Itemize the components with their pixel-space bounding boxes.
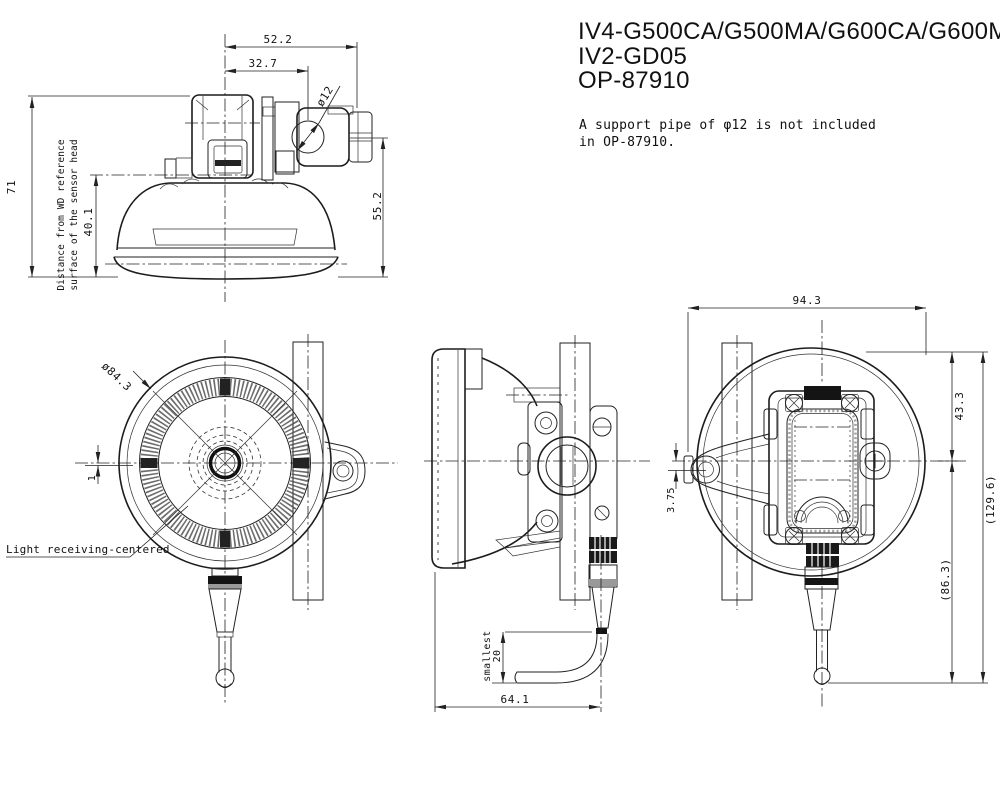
support-pipe-note-line2: in OP-87910. bbox=[579, 135, 676, 150]
dim-pipe-diameter: ø12 bbox=[314, 84, 337, 109]
dim-width-pipe: 32.7 bbox=[249, 57, 278, 70]
pipe-side-view: smallest 20 64.1 bbox=[424, 335, 650, 712]
dim-height-pipe-axis: 55.2 bbox=[371, 192, 384, 221]
wd-reference-label-line1: Distance from WD reference bbox=[56, 139, 67, 290]
light-receiving-label: Light receiving-centered bbox=[6, 543, 170, 556]
dim-width-total: 94.3 bbox=[793, 294, 822, 307]
front-view: ø84.3 1 Light receiving-centered bbox=[6, 334, 398, 704]
dim-center-offset: 1 bbox=[87, 475, 98, 481]
dim-pipe-offset: 3.75 bbox=[666, 487, 677, 513]
dim-bend-value: 20 bbox=[492, 650, 503, 663]
side-view: ø12 52.2 32.7 71 40.1 Distance from WD r… bbox=[5, 33, 388, 302]
lens-aperture bbox=[208, 446, 242, 480]
title-block: IV4-G500CA/G500MA/G600CA/G600MA IV2-GD05… bbox=[578, 18, 1000, 94]
dim-height-upper: 43.3 bbox=[953, 392, 966, 421]
dim-bend-word: smallest bbox=[482, 630, 493, 681]
dim-width-top: 52.2 bbox=[264, 33, 293, 46]
dim-height-wd: 40.1 bbox=[82, 208, 95, 237]
support-pipe-note-line1: A support pipe of φ12 is not included bbox=[579, 118, 876, 133]
clamp-knob-grip bbox=[215, 160, 241, 166]
corner-screws bbox=[785, 394, 859, 545]
wd-reference-label-line2: surface of the sensor head bbox=[69, 139, 80, 290]
note-block: A support pipe of φ12 is not included in… bbox=[579, 117, 876, 151]
dim-height-total: 71 bbox=[5, 180, 18, 194]
dim-depth: 64.1 bbox=[501, 693, 530, 706]
dim-head-diameter: ø84.3 bbox=[99, 360, 134, 394]
dim-height-total: (129.6) bbox=[984, 475, 997, 526]
rear-view: 94.3 43.3 (86.3) (129.6) 3.75 bbox=[666, 294, 997, 708]
model-number-line1: IV4-G500CA/G500MA/G600CA/G600MA bbox=[578, 18, 1000, 45]
model-number-line2: IV2-GD05 bbox=[578, 42, 688, 70]
dim-height-lower: (86.3) bbox=[939, 558, 952, 601]
model-number-line3: OP-87910 bbox=[578, 67, 690, 94]
